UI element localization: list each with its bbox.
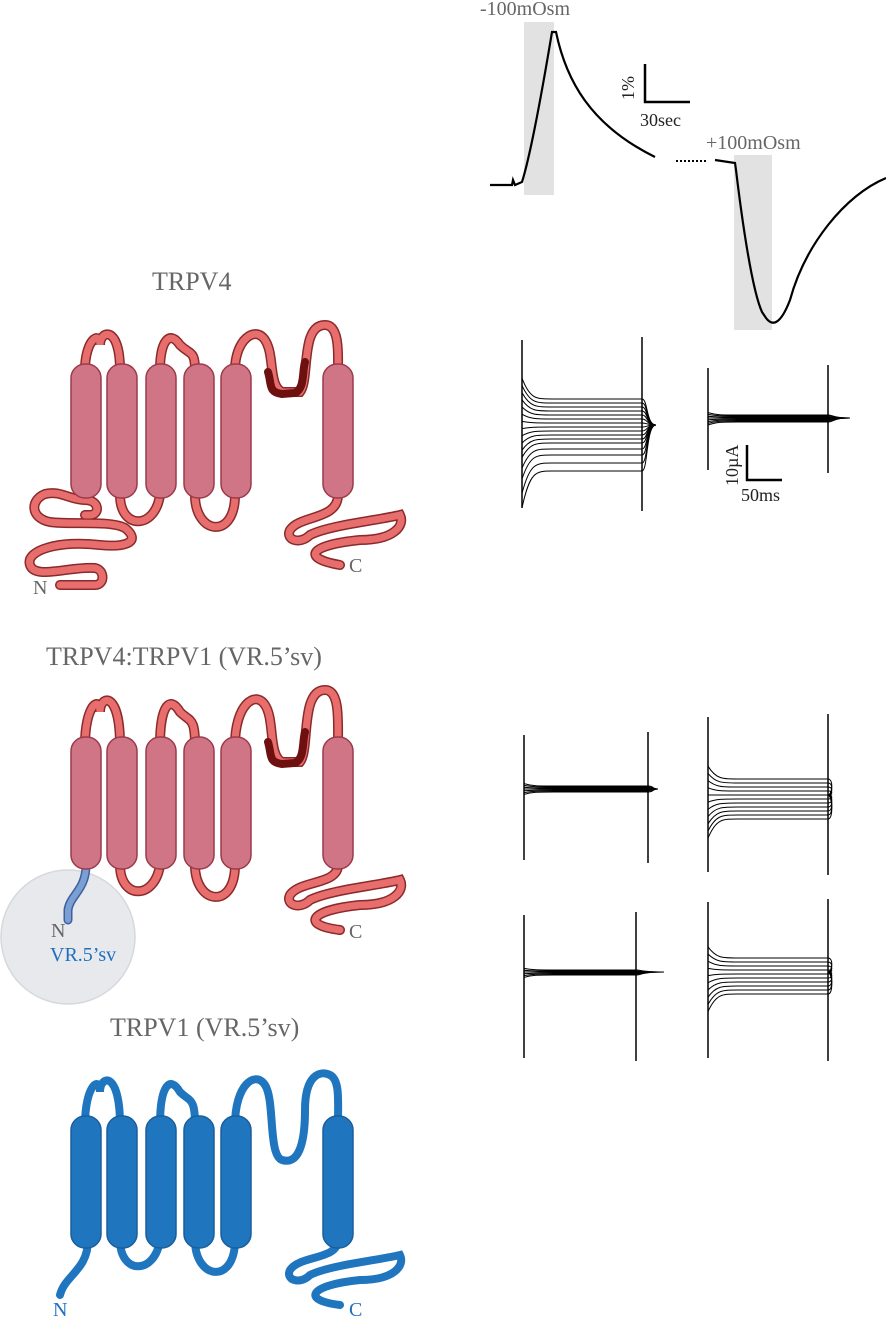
current-sweep	[521, 385, 657, 426]
current-scale-x-label: 50ms	[741, 485, 780, 505]
current-sweep	[707, 773, 833, 796]
trpv1-helix-s5	[220, 1115, 252, 1249]
hyper-label: +100mOsm	[706, 132, 801, 154]
current-sweep	[707, 787, 833, 796]
current-sweep	[707, 780, 833, 796]
volume-trace-left	[490, 30, 656, 187]
volume-scale-y-label: 1%	[618, 76, 638, 100]
chimera-splice-label: VR.5’sv	[50, 944, 116, 966]
current-trace-chimera-left	[523, 732, 659, 863]
current-scale-y-label: 10µA	[722, 445, 742, 486]
current-traces	[521, 337, 851, 1061]
trpv1-helix-s4	[183, 1115, 215, 1249]
current-sweep	[523, 788, 659, 795]
current-sweep	[707, 971, 833, 1005]
trpv4-helix-s5	[220, 363, 252, 499]
current-sweep	[521, 424, 657, 430]
current-sweep	[521, 424, 657, 437]
volume-scale-bar	[643, 64, 690, 104]
trpv1-n-label: N	[53, 1299, 67, 1319]
trpv4-n-label: N	[33, 577, 47, 599]
current-sweep	[521, 424, 657, 451]
current-sweep	[707, 971, 833, 991]
trpv4-helix-s1	[70, 363, 102, 499]
current-sweep	[707, 953, 833, 973]
splice-region-circle	[0, 869, 136, 1005]
trpv1-c-label: C	[349, 1299, 362, 1319]
current-sweep	[707, 971, 833, 998]
chimera-helix-s3	[145, 736, 177, 870]
current-sweep	[521, 406, 657, 426]
current-sweep	[707, 946, 833, 973]
trpv4-helix-s3	[145, 363, 177, 499]
trpv1-topology: TRPV1 (VR.5’sv) N C	[53, 1013, 406, 1319]
volume-trace-right	[714, 158, 886, 324]
current-trace-trpv1-right	[707, 899, 833, 1061]
current-sweep	[707, 967, 833, 973]
trpv1-helix-s2	[106, 1115, 138, 1249]
current-sweep	[707, 971, 833, 1012]
hypo-label: -100mOsm	[480, 0, 570, 20]
current-scale-bar: 10µA 50ms	[722, 445, 782, 505]
trpv4-title: TRPV4	[152, 267, 231, 296]
current-sweep	[521, 392, 657, 426]
chimera-title: TRPV4:TRPV1 (VR.5’sv)	[46, 642, 322, 671]
volume-scale-x-label: 30sec	[640, 110, 681, 130]
chimera-c-label: C	[349, 921, 362, 943]
current-trace-trpv4-left	[521, 337, 657, 511]
chimera-helix-s1	[70, 736, 102, 870]
chimera-topology: TRPV4:TRPV1 (VR.5’sv) N VR.5’sv C	[0, 642, 407, 1005]
current-sweep	[521, 424, 657, 458]
current-trace-chimera-right	[707, 714, 833, 875]
current-sweep	[521, 413, 657, 426]
trpv4-helix-s6	[322, 363, 354, 499]
chimera-n-label: N	[51, 920, 65, 942]
current-sweep	[521, 424, 657, 508]
trpv4-helix-s4	[183, 363, 215, 499]
chimera-helix-s4	[183, 736, 215, 870]
current-sweep	[707, 794, 833, 832]
current-trace-trpv1-left	[523, 912, 665, 1061]
chimera-helix-s5	[220, 736, 252, 870]
current-sweep	[707, 794, 833, 803]
trpv4-topology: TRPV4 N C	[24, 267, 407, 599]
current-sweep	[521, 378, 657, 426]
current-sweep	[523, 971, 665, 978]
hyper-stimulus-band	[734, 155, 772, 330]
current-sweep	[521, 420, 657, 426]
trpv4-helix-s2	[106, 363, 138, 499]
trpv1-helix-s6	[322, 1115, 354, 1249]
trpv1-helix-s1	[70, 1115, 102, 1249]
trpv4-c-label: C	[349, 555, 362, 577]
current-sweep	[707, 971, 833, 977]
chimera-helix-s6	[322, 736, 354, 870]
volume-trace-panel: -100mOsm +100mOsm 1% 30sec	[480, 0, 886, 330]
current-sweep	[707, 794, 833, 817]
current-sweep	[707, 794, 833, 839]
trpv1-helix-s3	[145, 1115, 177, 1249]
current-sweep	[707, 417, 851, 426]
current-trace-trpv4-right	[707, 365, 851, 473]
current-sweep	[521, 424, 657, 444]
current-sweep	[521, 399, 657, 426]
trpv1-title: TRPV1 (VR.5’sv)	[110, 1013, 299, 1042]
chimera-helix-s2	[106, 736, 138, 870]
